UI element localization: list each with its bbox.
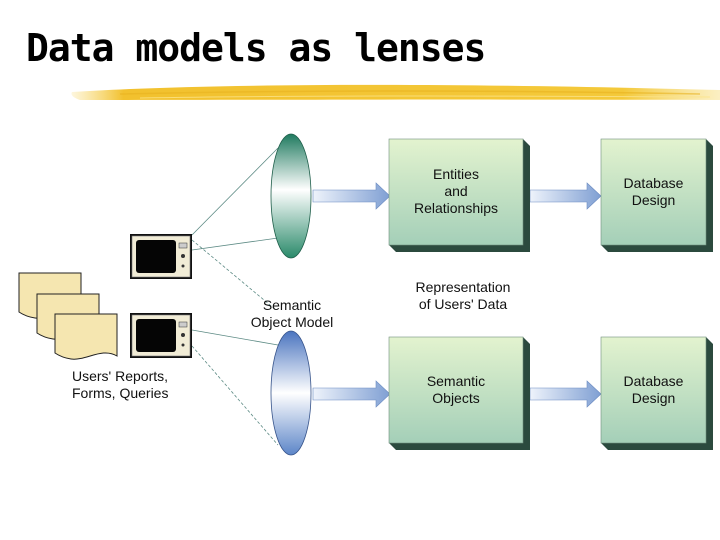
sight-lines [191,147,279,446]
database-design-bottom-label: Database Design [623,373,684,406]
document-stack-icon [18,272,118,360]
title-underline-brush [71,84,720,100]
monitor-icon [130,234,192,279]
box-database-design-top [600,138,713,252]
arrow-entities-to-design [529,182,602,210]
lens-label: Semantic Object Model [250,297,334,330]
semantic-objects-label: Semantic Objects [426,373,486,406]
slide-title: Data models as lenses [26,26,486,70]
box-database-design-bottom [600,336,713,450]
database-design-top-label: Database Design [623,175,684,208]
arrow-semantic-to-design [529,380,602,408]
sources-label: Users' Reports, Forms, Queries [72,368,169,401]
lens-top [270,133,312,259]
arrow-lens-bottom-to-semantic [312,380,391,408]
representation-label: Representation of Users' Data [415,279,511,312]
arrow-lens-top-to-entities [312,182,391,210]
entities-relationships-label: Entities and Relationships [413,166,499,216]
box-entities-relationships [388,138,530,252]
box-semantic-objects [388,336,530,450]
monitor-icon [130,313,192,358]
lens-bottom [270,330,312,456]
